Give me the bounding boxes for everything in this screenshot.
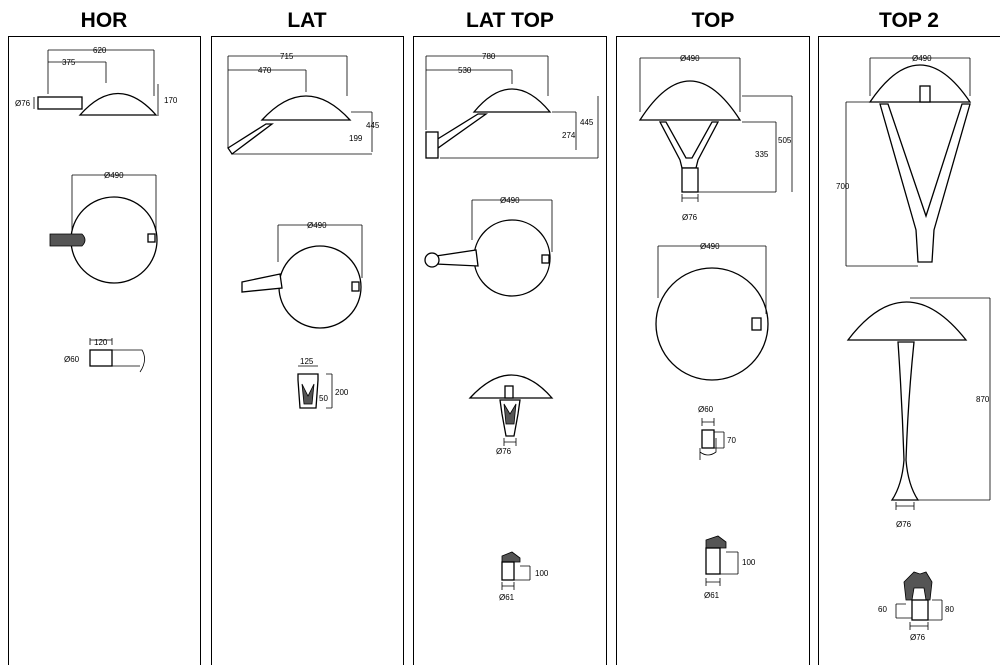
dim-label: 470	[258, 66, 272, 75]
dim-label: 120	[94, 338, 108, 347]
dim-label: 125	[300, 357, 314, 366]
dim-label: 530	[458, 66, 472, 75]
top-fixing-detail: Ø60 70	[698, 405, 736, 460]
dim-label: Ø76	[496, 447, 512, 456]
dim-label: 80	[945, 605, 954, 614]
lat-top-top-view: Ø490	[424, 196, 553, 297]
dim-label: Ø76	[682, 213, 698, 222]
top-top-view: Ø490	[655, 242, 769, 381]
dim-label: Ø76	[15, 99, 31, 108]
column-panel-lat-top	[413, 36, 607, 665]
column-title-top-2: TOP 2	[879, 9, 939, 32]
column-panel-lat	[211, 36, 404, 665]
lat-side-view: 715 470 445 199	[227, 52, 380, 155]
column-title-lat-top: LAT TOP	[466, 9, 554, 32]
dim-label: 700	[836, 182, 850, 191]
dim-label: Ø490	[307, 221, 327, 230]
dim-label: Ø490	[500, 196, 520, 205]
top2-side-view: Ø490 700	[836, 54, 972, 267]
dim-label: Ø490	[700, 242, 720, 251]
dim-label: 70	[727, 436, 736, 445]
dim-label: Ø60	[698, 405, 714, 414]
hor-fixing-detail: 120 Ø60	[64, 338, 145, 373]
column-panel-top-2	[818, 36, 1000, 665]
column-title-top: TOP	[691, 9, 735, 32]
column-panel-hor	[8, 36, 201, 665]
dim-label: 60	[878, 605, 887, 614]
top-side-view: Ø490 505 335 Ø76	[638, 54, 793, 222]
dim-label: 100	[535, 569, 549, 578]
dim-label: 50	[319, 394, 328, 403]
dim-label: 100	[742, 558, 756, 567]
dim-label: 200	[335, 388, 349, 397]
hor-side-view: 620 375 170 Ø76	[15, 46, 178, 116]
dim-label: 505	[778, 136, 792, 145]
dim-label: 199	[349, 134, 363, 143]
dim-label: Ø60	[64, 355, 80, 364]
column-panel-top	[616, 36, 810, 665]
lat-bracket-detail: 125 200 50	[297, 357, 349, 409]
dim-label: 620	[93, 46, 107, 55]
dim-label: 274	[562, 131, 576, 140]
dim-label: 870	[976, 395, 990, 404]
dim-label: 375	[62, 58, 76, 67]
column-title-lat: LAT	[287, 9, 327, 32]
dim-label: Ø490	[680, 54, 700, 63]
top2-spigot-detail: 60 80 Ø76	[878, 571, 954, 642]
dim-label: 715	[280, 52, 294, 61]
lat-top-view: Ø490	[241, 221, 363, 329]
dim-label: Ø61	[704, 591, 720, 600]
hor-top-view: Ø490	[49, 171, 158, 284]
top2-post-view: 870 Ø76	[846, 297, 991, 529]
dim-label: 170	[164, 96, 178, 105]
dim-label: 335	[755, 150, 769, 159]
lat-top-post-view: Ø76	[468, 374, 554, 456]
top-spigot-detail: 100 Ø61	[704, 535, 756, 600]
dim-label: 780	[482, 52, 496, 61]
dim-label: 445	[580, 118, 594, 127]
dim-label: Ø76	[910, 633, 926, 642]
dim-label: Ø490	[912, 54, 932, 63]
dim-label: 445	[366, 121, 380, 130]
lat-top-side-view: 780 530 445 274	[425, 52, 599, 159]
dim-label: Ø76	[896, 520, 912, 529]
lat-top-spigot-detail: 100 Ø61	[499, 551, 549, 602]
dim-label: Ø61	[499, 593, 515, 602]
column-title-hor: HOR	[80, 9, 128, 32]
dim-label: Ø490	[104, 171, 124, 180]
